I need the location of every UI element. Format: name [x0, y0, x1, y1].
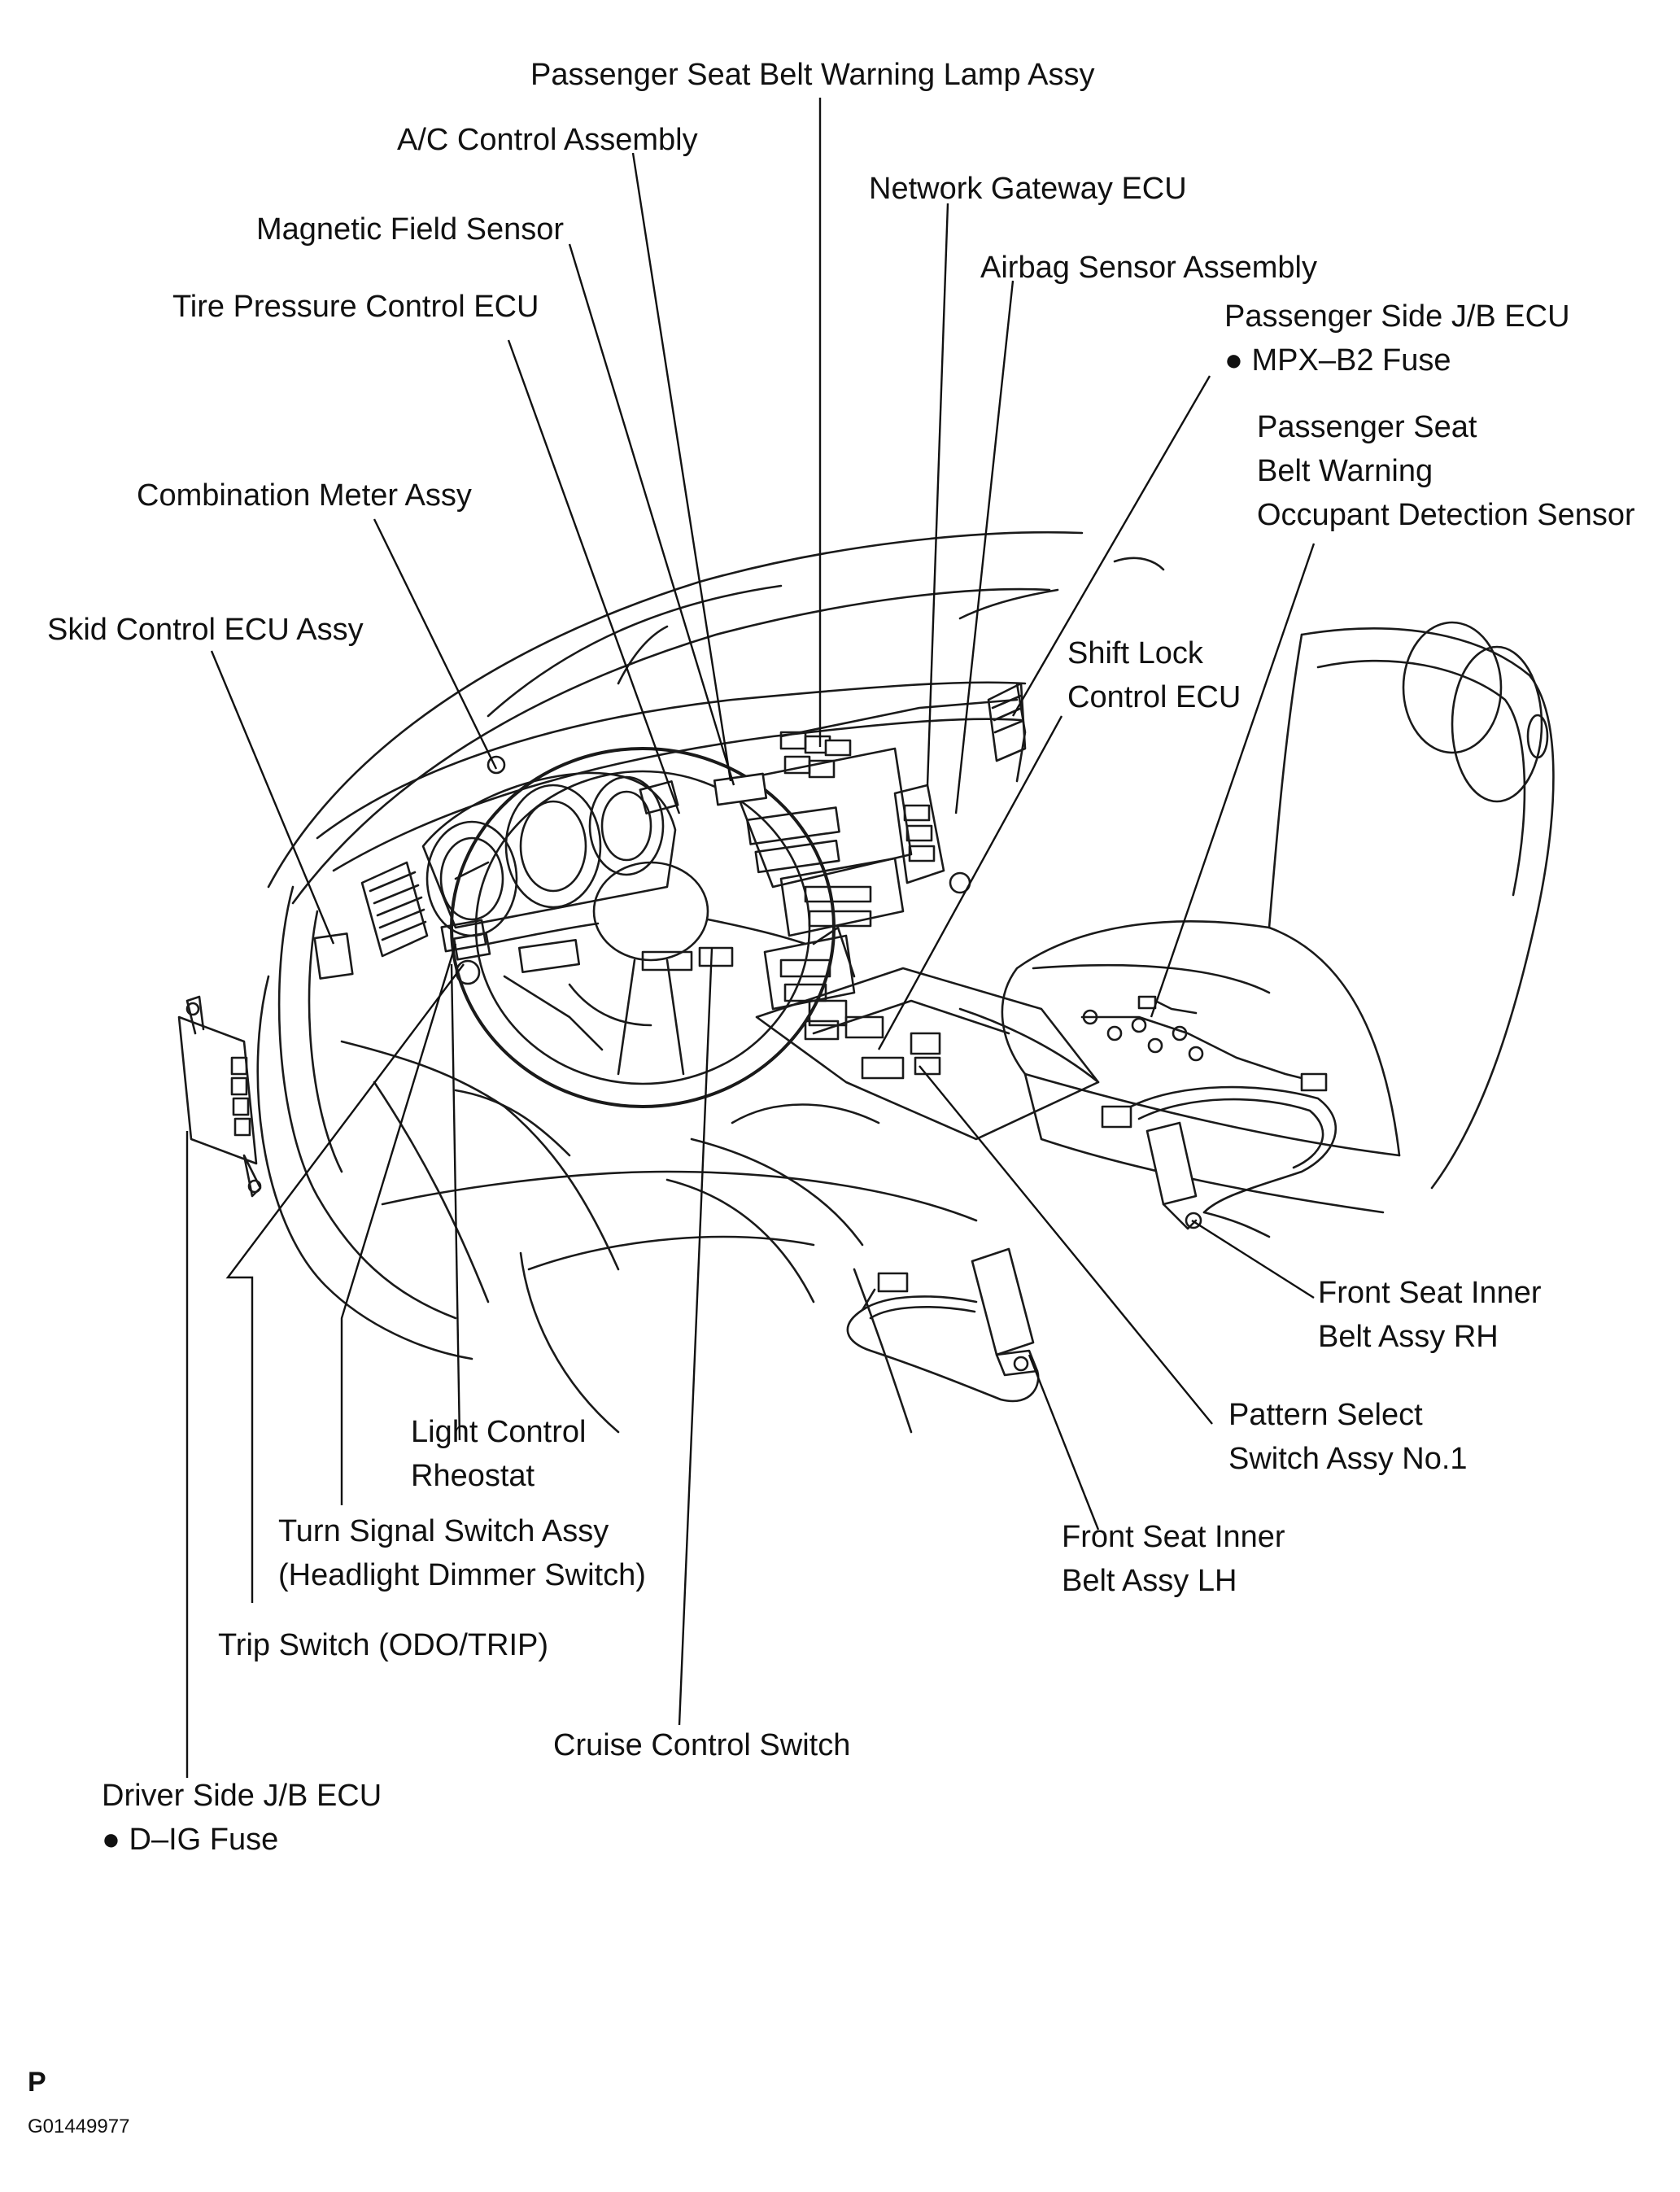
- label-driver-side-jb: Driver Side J/B ECU ● D–IG Fuse: [102, 1774, 382, 1862]
- left-door-panel: [277, 885, 457, 1320]
- center-vents: [779, 731, 852, 779]
- instrument-cluster: [421, 755, 679, 937]
- label-passenger-side-jb-line2: ● MPX–B2 Fuse: [1224, 343, 1451, 378]
- label-light-control-rheostat-line2: Rheostat: [411, 1459, 535, 1493]
- label-front-seat-belt-lh-line2: Belt Assy LH: [1062, 1564, 1237, 1598]
- label-driver-side-jb-line1: Driver Side J/B ECU: [102, 1779, 382, 1813]
- windshield-inner-line: [291, 587, 1051, 905]
- left-air-vent: [360, 861, 429, 958]
- leader-cruise-control-switch: [678, 947, 713, 1726]
- label-front-seat-belt-rh-line1: Front Seat Inner: [1318, 1276, 1542, 1310]
- label-network-gateway: Network Gateway ECU: [869, 172, 1187, 206]
- center-stack: [713, 747, 913, 1011]
- label-front-seat-belt-rh: Front Seat Inner Belt Assy RH: [1318, 1271, 1542, 1359]
- label-pattern-select-switch-line2: Switch Assy No.1: [1228, 1442, 1468, 1476]
- leader-skid-control-ecu: [210, 650, 335, 945]
- column-switches: [440, 919, 734, 1051]
- leader-combination-meter: [373, 518, 498, 770]
- label-skid-control-ecu: Skid Control ECU Assy: [47, 613, 364, 647]
- label-combination-meter: Combination Meter Assy: [137, 478, 472, 513]
- leader-front-seat-belt-lh: [1028, 1354, 1100, 1530]
- label-light-control-rheostat-line1: Light Control: [411, 1415, 587, 1449]
- figure-id: G01449977: [28, 2116, 130, 2137]
- leader-network-gateway: [926, 203, 949, 786]
- driver-side-jb-module: [177, 995, 262, 1198]
- label-turn-signal-switch-line2: (Headlight Dimmer Switch): [278, 1558, 646, 1592]
- label-front-seat-belt-lh: Front Seat Inner Belt Assy LH: [1062, 1515, 1285, 1603]
- windshield-outline: [267, 531, 1084, 889]
- footer-mark: P: [28, 2067, 46, 2098]
- label-turn-signal-switch: Turn Signal Switch Assy (Headlight Dimme…: [278, 1509, 646, 1597]
- leader-pattern-select-switch: [919, 1065, 1213, 1425]
- label-passenger-seat-belt-warning-lamp: Passenger Seat Belt Warning Lamp Assy: [530, 58, 1095, 92]
- passenger-seat: [1001, 621, 1555, 1214]
- skid-control-ecu-box: [313, 932, 354, 980]
- passenger-jb-module: [893, 784, 971, 894]
- label-shift-lock-ecu-line2: Control ECU: [1067, 680, 1241, 714]
- leader-turn-signal-switch: [340, 943, 457, 1505]
- leader-front-seat-belt-rh: [1191, 1219, 1315, 1299]
- label-trip-switch: Trip Switch (ODO/TRIP): [218, 1628, 549, 1662]
- label-front-seat-belt-lh-line1: Front Seat Inner: [1062, 1520, 1285, 1554]
- leader-lines: [185, 98, 1316, 1778]
- leader-trip-switch: [225, 963, 465, 1603]
- label-airbag-sensor: Airbag Sensor Assembly: [980, 251, 1317, 285]
- a-pillar-line: [487, 584, 783, 718]
- label-ac-control: A/C Control Assembly: [397, 123, 698, 157]
- label-pattern-select-switch: Pattern Select Switch Assy No.1: [1228, 1393, 1468, 1481]
- rh-belt-buckle: [1145, 1121, 1271, 1238]
- label-turn-signal-switch-line1: Turn Signal Switch Assy: [278, 1514, 609, 1548]
- label-pattern-select-switch-line1: Pattern Select: [1228, 1398, 1423, 1432]
- leader-passenger-side-jb: [1011, 375, 1211, 717]
- vehicle-interior-drawing: [177, 531, 1555, 1434]
- label-passenger-seat-sensor: Passenger Seat Belt Warning Occupant Det…: [1257, 405, 1635, 537]
- leader-tire-pressure-ecu: [507, 339, 681, 814]
- floor-outline: [381, 1170, 978, 1222]
- label-passenger-seat-sensor-line1: Passenger Seat: [1257, 410, 1477, 444]
- leader-airbag-sensor: [954, 280, 1015, 814]
- label-cruise-control-switch: Cruise Control Switch: [553, 1728, 851, 1762]
- label-light-control-rheostat: Light Control Rheostat: [411, 1410, 586, 1498]
- leader-passenger-seat-sensor: [1150, 543, 1316, 1018]
- label-tire-pressure-ecu: Tire Pressure Control ECU: [172, 290, 539, 324]
- label-front-seat-belt-rh-line2: Belt Assy RH: [1318, 1320, 1499, 1354]
- label-passenger-side-jb-line1: Passenger Side J/B ECU: [1224, 299, 1570, 334]
- center-console: [755, 926, 1100, 1141]
- label-passenger-seat-sensor-line2: Belt Warning: [1257, 454, 1433, 488]
- leader-ac-control: [631, 152, 732, 782]
- label-shift-lock-ecu-line1: Shift Lock: [1067, 636, 1203, 670]
- label-driver-side-jb-line2: ● D–IG Fuse: [102, 1823, 279, 1857]
- steering-wheel: [450, 747, 836, 1108]
- dashboard-top: [316, 681, 1027, 840]
- leader-light-control-rheostat: [450, 963, 461, 1441]
- lower-dash: [340, 1040, 620, 1271]
- label-passenger-seat-sensor-line3: Occupant Detection Sensor: [1257, 498, 1635, 532]
- label-magnetic-field-sensor: Magnetic Field Sensor: [256, 212, 565, 247]
- leader-shift-lock-ecu: [877, 715, 1063, 1050]
- label-shift-lock-ecu: Shift Lock Control ECU: [1067, 631, 1241, 719]
- label-passenger-side-jb: Passenger Side J/B ECU ● MPX–B2 Fuse: [1224, 295, 1570, 382]
- lh-belt-buckle: [846, 1247, 1040, 1403]
- leader-magnetic-field-sensor: [568, 243, 735, 786]
